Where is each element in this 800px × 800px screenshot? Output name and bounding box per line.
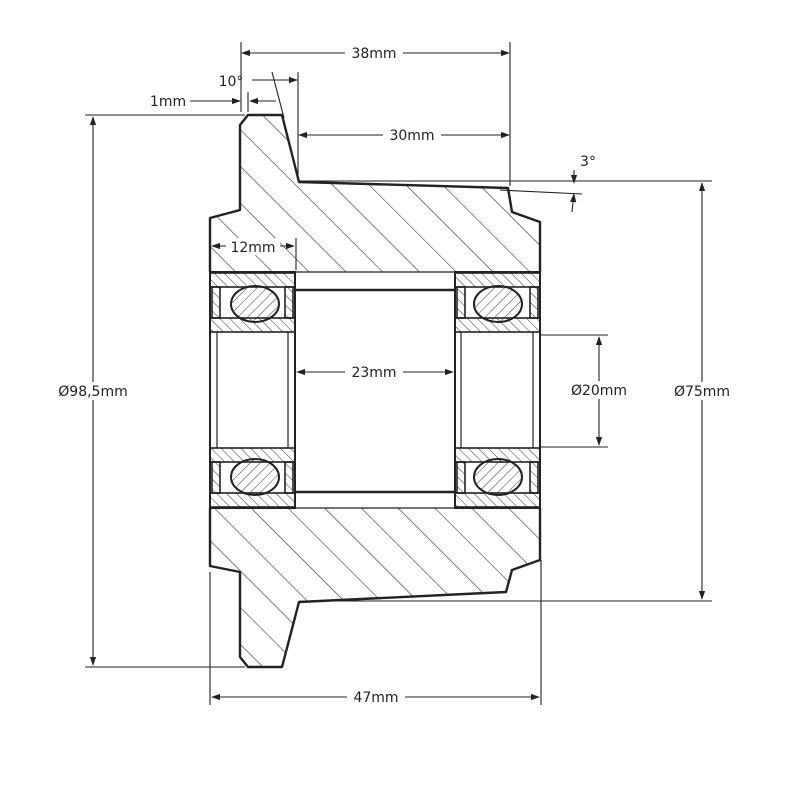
label-outer-dia-flange: Ø98,5mm bbox=[58, 384, 127, 400]
ball-left-bottom bbox=[230, 458, 280, 496]
label-flange-width: 1mm bbox=[150, 94, 186, 110]
wheel-body-upper bbox=[208, 113, 542, 272]
wheel-body-lower bbox=[208, 508, 542, 669]
axle-bore bbox=[295, 271, 455, 509]
label-total-width: 47mm bbox=[353, 690, 398, 706]
label-overall-length: 38mm bbox=[351, 46, 396, 62]
left-bearing bbox=[209, 271, 296, 509]
label-inner-bore: 23mm bbox=[351, 365, 396, 381]
dimension-labels: 38mm 30mm 1mm 10° 3° 12mm 23mm Ø20mm Ø98… bbox=[50, 44, 738, 706]
label-taper-angle: 3° bbox=[580, 154, 596, 170]
right-bearing bbox=[454, 271, 541, 509]
ball-right-top bbox=[473, 285, 523, 323]
label-tread-length: 30mm bbox=[389, 128, 434, 144]
label-bearing-bore-dia: Ø20mm bbox=[571, 383, 627, 399]
label-flange-angle: 10° bbox=[219, 74, 244, 90]
label-bearing-width: 12mm bbox=[230, 240, 275, 256]
dim-line-3deg-b bbox=[569, 193, 577, 213]
ball-right-bottom bbox=[473, 458, 523, 496]
ball-left-top bbox=[230, 285, 280, 323]
label-tread-dia: Ø75mm bbox=[674, 384, 730, 400]
